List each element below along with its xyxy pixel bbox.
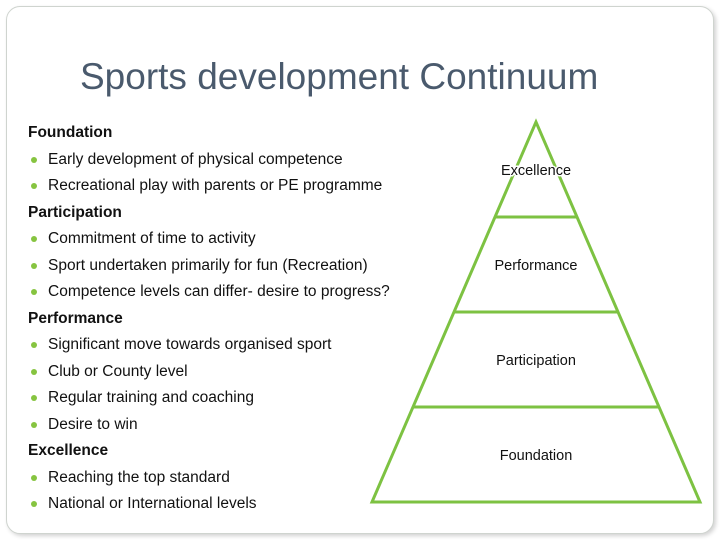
- pyramid-label-performance: Performance: [494, 258, 577, 274]
- bullet-item: Regular training and coaching: [28, 385, 438, 412]
- bullet-item: Sport undertaken primarily for fun (Recr…: [28, 253, 438, 280]
- bullet-content: Foundation Early development of physical…: [28, 120, 438, 518]
- slide-title: Sports development Continuum: [80, 56, 599, 97]
- pyramid-diagram: Excellence Performance Participation Fou…: [369, 118, 703, 504]
- bullet-item: Competence levels can differ- desire to …: [28, 279, 438, 306]
- section-heading-participation: Participation: [28, 203, 122, 221]
- bullet-item: Significant move towards organised sport: [28, 332, 438, 359]
- section-heading-foundation: Foundation: [28, 124, 113, 141]
- section-heading-performance: Performance: [28, 309, 123, 327]
- bullet-item: Desire to win: [28, 412, 438, 439]
- pyramid-label-foundation: Foundation: [500, 448, 573, 464]
- bullet-item: National or International levels: [28, 491, 438, 518]
- pyramid-label-excellence: Excellence: [501, 163, 571, 179]
- pyramid-label-participation: Participation: [496, 353, 576, 369]
- bullet-item: Commitment of time to activity: [28, 226, 438, 253]
- section-heading-excellence: Excellence: [28, 442, 109, 459]
- bullet-item: Early development of physical competence: [28, 147, 438, 174]
- bullet-item: Club or County level: [28, 359, 438, 386]
- bullet-item: Reaching the top standard: [28, 465, 438, 492]
- bullet-item: Recreational play with parents or PE pro…: [28, 173, 438, 200]
